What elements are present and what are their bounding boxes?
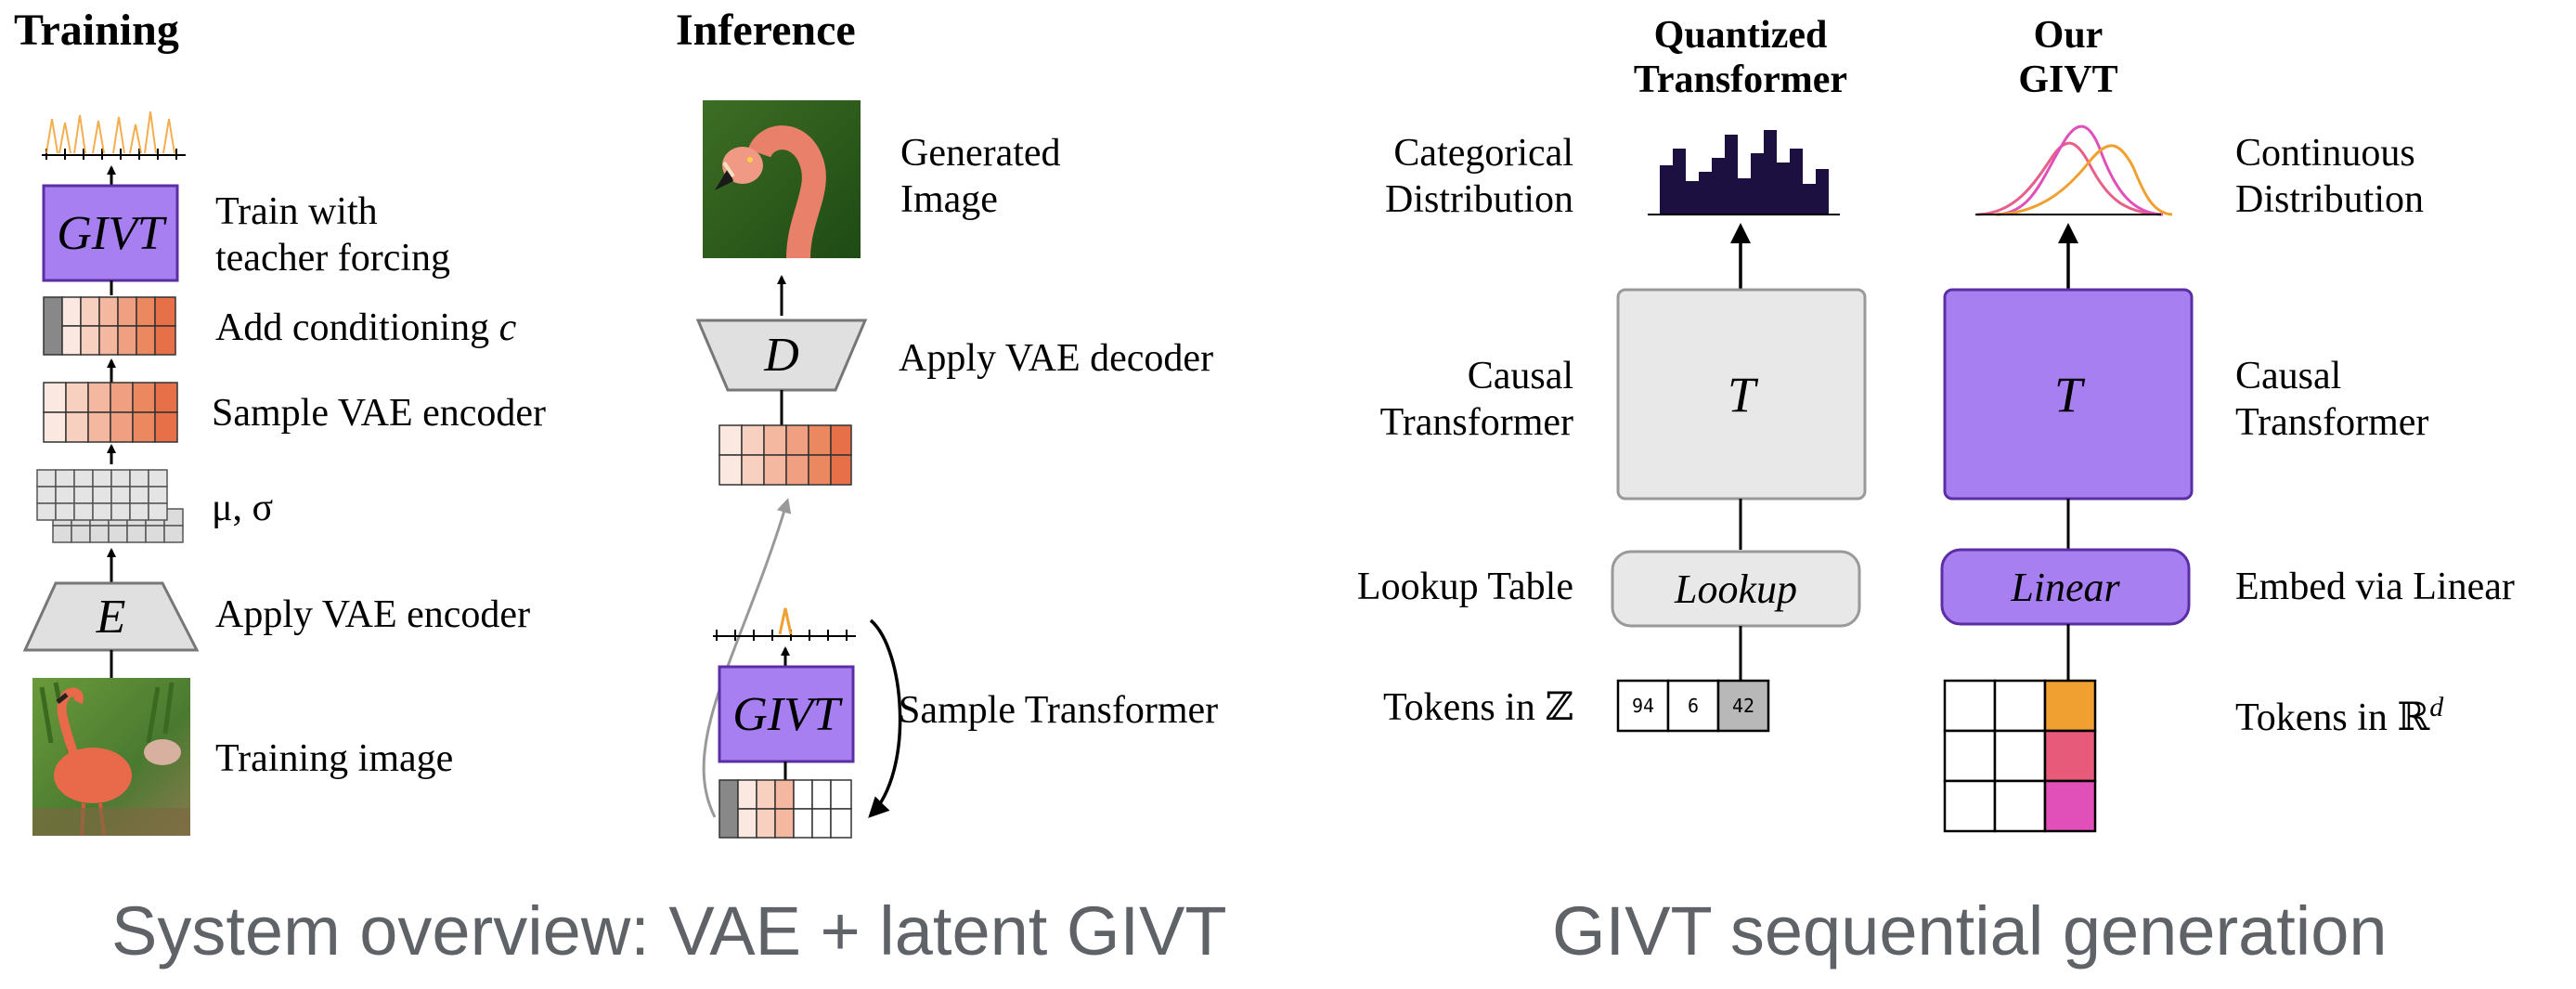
givt-title-line1: Our — [2033, 14, 2104, 57]
training-musigma-grids — [36, 469, 184, 543]
integer-tokens-label: Tokens in ℤ — [1382, 686, 1573, 729]
linear-embed-box — [1940, 548, 2191, 626]
givt-transformer-line2: Transformer — [2235, 401, 2429, 444]
quantized-transformer-label: T — [1727, 366, 1756, 423]
quantized-title: Quantized Transformer — [1592, 13, 1889, 102]
inference-generated-line2: Image — [900, 178, 998, 221]
inference-givt-label: GIVT — [732, 687, 840, 741]
quantized-transformer-line1: Causal — [1467, 355, 1573, 397]
inference-apply-decoder: Apply VAE decoder — [899, 337, 1214, 380]
quantized-title-line1: Quantized — [1653, 14, 1828, 57]
inference-sample-transformer: Sample Transformer — [899, 689, 1219, 732]
inference-title: Inference — [676, 6, 856, 55]
inference-decoder-label: D — [764, 329, 799, 382]
training-step-conditioning-var: c — [498, 306, 517, 349]
integer-tokens — [1616, 679, 1770, 733]
inference-token-grid — [718, 779, 852, 839]
real-valued-tokens — [1943, 679, 2097, 833]
token-value-2: 42 — [1731, 695, 1755, 717]
inference-givt-box — [718, 665, 855, 763]
lookup-table-box — [1611, 550, 1861, 628]
inference-generated-line1: Generated — [900, 132, 1061, 175]
quantized-title-line2: Transformer — [1633, 59, 1848, 101]
givt-dist-line2: Distribution — [2235, 178, 2425, 221]
training-encoder-trapezoid — [22, 581, 200, 652]
training-step-train-line2: teacher forcing — [215, 237, 451, 280]
real-tokens-label-sup: d — [2429, 692, 2444, 722]
training-image — [32, 678, 190, 837]
inference-loop-arrow-gray — [702, 498, 792, 818]
real-tokens-label-text: Tokens in ℝ — [2235, 696, 2430, 739]
training-conditioned-grid — [43, 296, 176, 356]
training-step-conditioning: Add conditioning c — [215, 305, 516, 351]
givt-dist-line1: Continuous — [2235, 132, 2415, 175]
training-givt-label: GIVT — [57, 206, 164, 260]
training-step-musigma: μ, σ — [212, 487, 274, 529]
caption-left: System overview: VAE + latent GIVT — [111, 892, 1227, 969]
training-step-encode: Apply VAE encoder — [215, 593, 531, 636]
inference-decoded-grid — [718, 424, 852, 486]
token-value-0: 94 — [1631, 695, 1655, 717]
inference-generated-image — [703, 100, 861, 259]
givt-title: Our GIVT — [1920, 13, 2217, 102]
quantized-dist-line1: Categorical — [1393, 132, 1573, 175]
training-distribution-ticks — [42, 111, 186, 160]
embed-linear-label: Embed via Linear — [2235, 566, 2515, 608]
training-encoder-label: E — [96, 590, 126, 644]
lookup-table-label: Lookup Table — [1356, 566, 1573, 608]
inference-distribution-ticks — [713, 607, 856, 641]
training-step-conditioning-text: Add conditioning — [215, 306, 490, 349]
training-sampled-grid — [43, 382, 178, 443]
inference-loop-arrow — [868, 618, 902, 818]
givt-transformer-line1: Causal — [2235, 355, 2342, 397]
categorical-histogram — [1660, 130, 1829, 214]
training-step-train-line1: Train with — [215, 190, 378, 233]
linear-box-label: Linear — [2011, 564, 2120, 610]
caption-right: GIVT sequential generation — [1552, 892, 2388, 969]
givt-title-line2: GIVT — [2018, 59, 2118, 101]
continuous-gaussians — [1976, 124, 2173, 216]
training-givt-box — [42, 184, 179, 282]
quantized-dist-line2: Distribution — [1384, 178, 1573, 221]
quantized-transformer-line2: Transformer — [1379, 401, 1573, 444]
lookup-box-label: Lookup — [1675, 566, 1797, 612]
training-title: Training — [14, 6, 179, 55]
inference-decoder-trapezoid — [695, 319, 868, 392]
training-step-sample: Sample VAE encoder — [212, 392, 547, 435]
real-tokens-label: Tokens in ℝd — [2235, 684, 2443, 741]
givt-transformer-label: T — [2053, 366, 2083, 423]
token-value-1: 6 — [1687, 695, 1700, 717]
training-step-image: Training image — [215, 737, 454, 780]
